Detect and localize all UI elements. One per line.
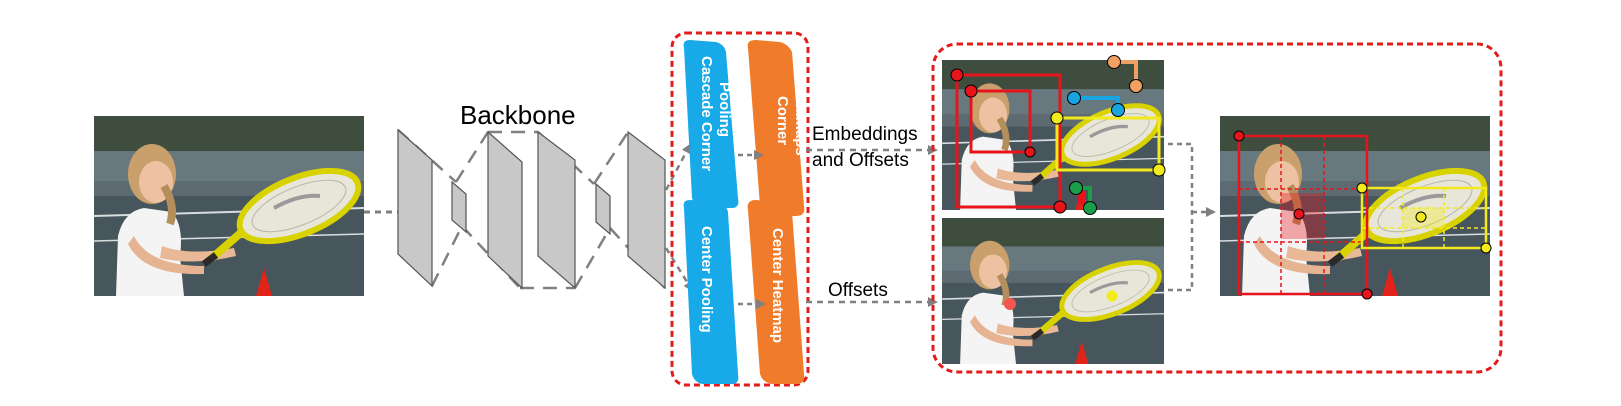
backbone-slab-5 — [595, 182, 611, 236]
final-box-yellow — [1360, 186, 1488, 250]
final-corner-dot — [1480, 242, 1492, 254]
backbone-slab-4 — [537, 130, 576, 290]
center-pooling-line1: Center Pooling — [698, 226, 715, 333]
final-corner-dot — [1233, 130, 1245, 142]
input-image — [94, 116, 368, 296]
final-corner-dot — [1361, 288, 1373, 300]
corner-heatmaps-line2: Heatmaps — [792, 84, 809, 156]
corner-dot — [1050, 111, 1064, 125]
corner-detection-image — [942, 55, 1166, 215]
backbone-slab-1 — [397, 128, 433, 288]
backbone-network — [397, 128, 666, 290]
output-dashed-box — [931, 42, 1503, 374]
center-pooling-block: Center Pooling — [683, 200, 739, 384]
final-corner-dot — [1356, 182, 1368, 194]
center-heatmap-block: Center Heatmap — [747, 200, 805, 384]
arrow-backbone-to-corner-pooling — [664, 143, 692, 191]
center-dot-yellow — [1106, 290, 1118, 302]
cascade-corner-pooling-block: Cascade Corner Pooling — [683, 40, 739, 208]
embedding-pair-orange — [1107, 55, 1143, 93]
corner-dot — [1053, 200, 1067, 214]
svg-text:Corner Heatmaps: Corner Heatmaps — [774, 84, 809, 156]
offsets-label: Offsets — [828, 280, 888, 301]
embeddings-line1: Embeddings — [812, 124, 918, 145]
corner-box-yellow — [1055, 116, 1161, 172]
heads-dashed-box — [670, 31, 810, 387]
final-result-image — [1220, 116, 1492, 300]
corner-box-red-outer — [955, 73, 1062, 209]
merge-arrows — [1166, 142, 1216, 292]
svg-text:Cascade Corner Pooling: Cascade Corner Pooling — [698, 56, 733, 175]
corner-heatmaps-line1: Corner — [774, 96, 791, 145]
corner-dot — [1024, 146, 1036, 158]
center-dot-red — [1004, 298, 1016, 310]
corner-dot — [950, 68, 964, 82]
svg-text:Center Pooling: Center Pooling — [698, 226, 715, 333]
embedding-pair-blue — [1067, 91, 1125, 117]
corner-dot — [1152, 163, 1166, 177]
backbone-slab-2 — [451, 180, 467, 234]
final-center-dot — [1293, 208, 1305, 220]
cascade-corner-pooling-line1: Cascade Corner — [698, 56, 715, 171]
final-center-dot — [1415, 211, 1427, 223]
backbone-slab-6 — [627, 130, 666, 290]
backbone-slab-3 — [487, 130, 523, 290]
corner-box-red-inner — [969, 89, 1032, 154]
backbone-label: Backbone — [460, 100, 576, 130]
svg-text:Center Heatmap: Center Heatmap — [769, 228, 786, 343]
arrow-backbone-to-center-pooling — [664, 247, 694, 292]
corner-heatmaps-block: Corner Heatmaps — [747, 40, 809, 216]
final-box-red — [1237, 134, 1369, 296]
center-heatmap-line1: Center Heatmap — [769, 228, 786, 343]
cascade-corner-pooling-line2: Pooling — [716, 82, 733, 137]
embeddings-label: Embeddings and Offsets — [812, 124, 923, 171]
center-detection-image — [942, 218, 1167, 364]
embeddings-line2: and Offsets — [812, 150, 909, 171]
embedding-pair-green — [1069, 181, 1097, 215]
corner-dot — [964, 84, 978, 98]
